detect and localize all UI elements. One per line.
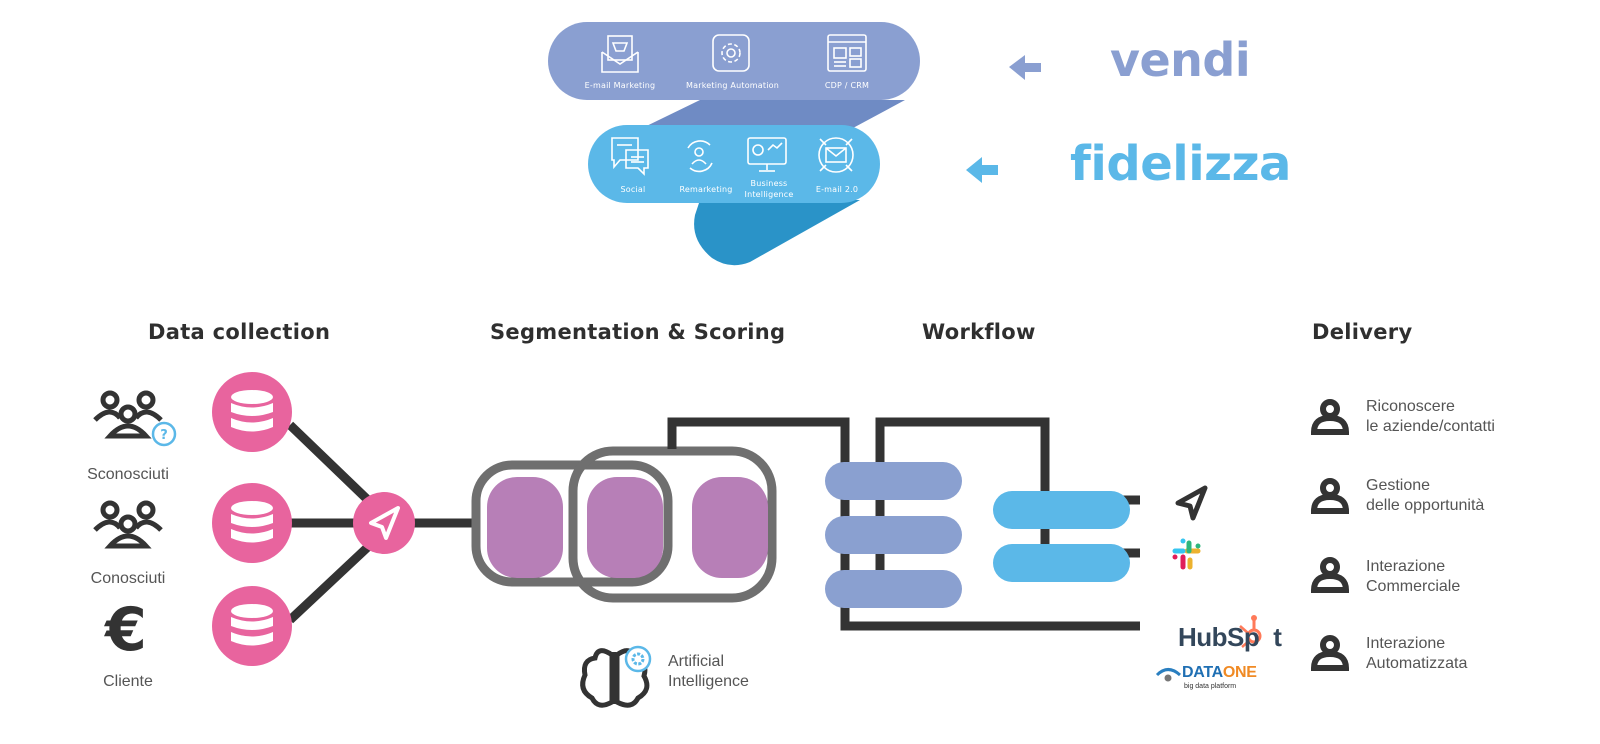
email-target-icon — [818, 137, 854, 173]
delivery-item: Gestione delle opportunità — [1366, 476, 1484, 516]
delivery-item-line: Gestione — [1366, 477, 1431, 494]
delivery-item: Interazione Automatizzata — [1366, 634, 1467, 674]
send-channel-icon — [1175, 485, 1208, 521]
band-label-email-20: E-mail 2.0 — [815, 185, 859, 194]
delivery-item-line: Automatizzata — [1366, 655, 1468, 672]
dataone-eye-icon — [1155, 668, 1182, 682]
ai-label-line: Artificial — [668, 653, 725, 670]
dataone-logo: DATAONE — [1182, 664, 1257, 682]
gear-icon — [712, 34, 750, 72]
workflow-action — [993, 491, 1130, 529]
band-label-line: Business — [750, 179, 788, 188]
segment-block — [587, 477, 663, 578]
delivery-item: Riconoscere le aziende/contatti — [1366, 397, 1495, 437]
hubspot-sprocket-icon — [1239, 615, 1262, 648]
segment-frame-right — [568, 446, 777, 603]
database-icon — [212, 483, 292, 563]
band-label-cdp-crm: CDP / CRM — [824, 81, 870, 90]
question-badge-icon: ? — [151, 421, 177, 447]
funnel-tail — [694, 200, 860, 266]
group-unknown-icon — [93, 390, 163, 439]
delivery-item-line: Commerciale — [1366, 578, 1461, 595]
database-icon — [212, 372, 292, 452]
delivery-item-line: delle opportunità — [1366, 497, 1485, 514]
vendi-band — [548, 22, 920, 100]
ai-label-line: Intelligence — [668, 673, 749, 690]
database-icon — [212, 586, 292, 666]
section-title-delivery: Delivery — [1312, 320, 1413, 344]
arrow-left-fidelizza-icon — [966, 157, 998, 183]
segment-block — [692, 477, 768, 578]
slack-icon — [1172, 538, 1201, 570]
source-label-conosciuti: Conosciuti — [90, 570, 166, 587]
band-label-social: Social — [620, 185, 646, 194]
hubspot-logo-t: t — [1273, 622, 1282, 652]
segment-frame-left — [471, 460, 673, 587]
hubspot-logo-text: HubSp — [1178, 622, 1260, 652]
band-label-email-marketing: E-mail Marketing — [584, 81, 656, 90]
connector-line — [286, 541, 374, 624]
fidelizza-word: fidelizza — [1070, 136, 1291, 192]
dataone-logo-data: DATA — [1182, 664, 1223, 681]
workflow-action — [993, 544, 1130, 582]
email-cart-icon — [601, 35, 639, 73]
delivery-item-line: Interazione — [1366, 635, 1446, 652]
dataone-tagline: big data platform — [1184, 683, 1237, 690]
group-icon — [93, 500, 163, 549]
band-label-business-intelligence: Business Intelligence — [742, 178, 796, 200]
source-label-cliente: Cliente — [103, 673, 153, 690]
segment-block — [487, 477, 563, 578]
delivery-item-line: le aziende/contatti — [1366, 418, 1495, 435]
dataone-logo-one: ONE — [1222, 664, 1257, 681]
arrow-left-vendi-icon — [1009, 55, 1041, 80]
workflow-step — [825, 570, 962, 608]
section-title-data-collection: Data collection — [148, 320, 331, 344]
section-title-workflow: Workflow — [922, 320, 1036, 344]
chat-bubbles-icon — [611, 137, 649, 176]
workflow-step — [825, 462, 962, 500]
user-cycle-icon — [687, 140, 713, 173]
delivery-item: Interazione Commerciale — [1366, 557, 1460, 597]
gear-badge-icon — [624, 645, 652, 673]
person-icon — [1310, 557, 1350, 593]
vendi-word: vendi — [1110, 33, 1251, 87]
monitor-chart-icon — [747, 137, 787, 172]
svg-text:€: € — [103, 595, 147, 665]
connector-line — [875, 417, 1050, 600]
delivery-item-line: Riconoscere — [1366, 398, 1455, 415]
source-label-sconosciuti: Sconosciuti — [87, 466, 169, 483]
band-label-line: Intelligence — [744, 190, 794, 199]
band-label-marketing-automation: Marketing Automation — [686, 81, 780, 90]
euro-icon: € — [103, 595, 147, 665]
connector-line — [667, 417, 1140, 631]
connector-line — [286, 421, 374, 506]
person-icon — [1310, 399, 1350, 435]
fidelizza-band — [588, 125, 880, 203]
ai-label: Artificial Intelligence — [668, 652, 749, 692]
dashboard-window-icon — [827, 34, 867, 72]
send-hub-icon — [353, 492, 415, 554]
section-title-segmentation: Segmentation & Scoring — [490, 320, 786, 344]
delivery-item-line: Interazione — [1366, 558, 1446, 575]
band-label-remarketing: Remarketing — [679, 185, 733, 194]
workflow-step — [825, 516, 962, 554]
svg-text:?: ? — [160, 428, 168, 443]
person-icon — [1310, 478, 1350, 514]
person-icon — [1310, 635, 1350, 671]
